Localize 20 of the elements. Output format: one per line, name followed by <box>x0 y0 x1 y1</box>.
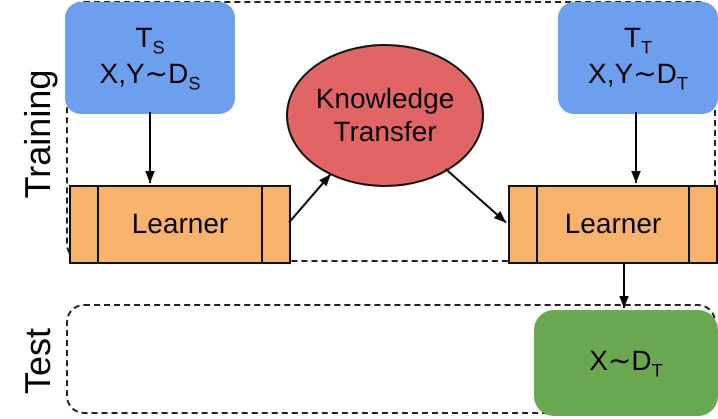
arrow <box>631 112 641 183</box>
arrow <box>145 112 155 183</box>
learner-label: Learner <box>564 208 662 241</box>
arrow <box>288 174 332 224</box>
task-label: T$_{T}$ <box>624 22 652 58</box>
task-box <box>65 2 235 114</box>
task-box <box>558 2 718 114</box>
learner-label: Learner <box>132 208 228 241</box>
phase-label: Test <box>20 328 56 394</box>
learner-box <box>69 185 291 264</box>
task-label: T$_{S}$ <box>135 22 165 58</box>
test-data-box <box>534 310 718 416</box>
arrow <box>444 168 507 224</box>
distribution-label: X,Y∼D$_{T}$ <box>588 58 688 94</box>
transfer-label: Knowledge Transfer <box>314 83 456 148</box>
arrow <box>619 262 629 308</box>
phase-label: Training <box>20 69 56 198</box>
distribution-label: X,Y∼D$_{S}$ <box>100 58 200 94</box>
learner-box <box>508 185 718 264</box>
distribution-label: X∼D$_{T}$ <box>589 344 663 382</box>
